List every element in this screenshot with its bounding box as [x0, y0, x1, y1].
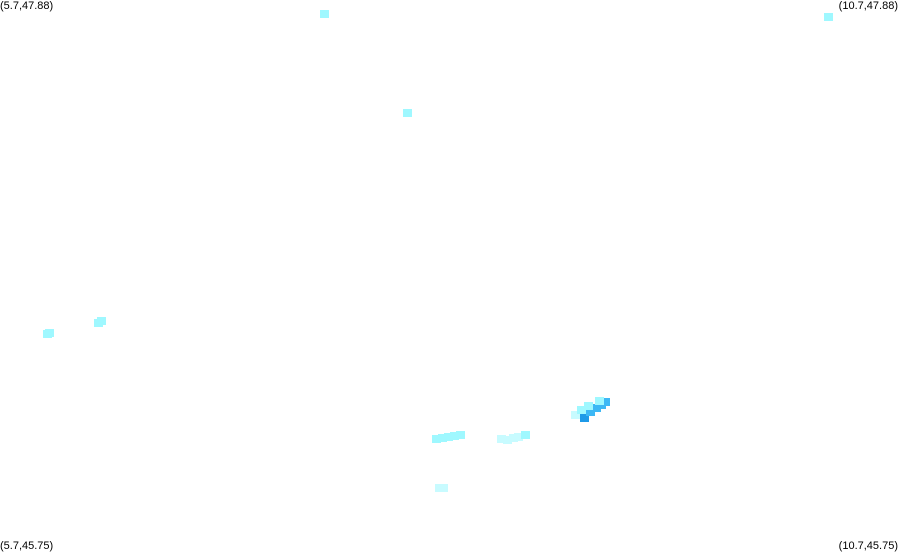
grid-cell [521, 431, 530, 439]
grid-cell [403, 109, 412, 117]
corner-label-top-left: (5.7,47.88) [0, 0, 53, 12]
grid-cell [456, 431, 465, 439]
corner-label-bottom-right: (10.7,45.75) [839, 540, 898, 552]
grid-cell [439, 484, 448, 492]
grid-cell [45, 329, 54, 337]
corner-label-top-right: (10.7,47.88) [839, 0, 898, 12]
grid-cell [320, 10, 329, 18]
grid-cell [97, 317, 106, 325]
grid-cell [584, 402, 593, 410]
corner-label-bottom-left: (5.7,45.75) [0, 540, 53, 552]
grid-cell [824, 13, 833, 21]
grid-cell [595, 397, 604, 405]
